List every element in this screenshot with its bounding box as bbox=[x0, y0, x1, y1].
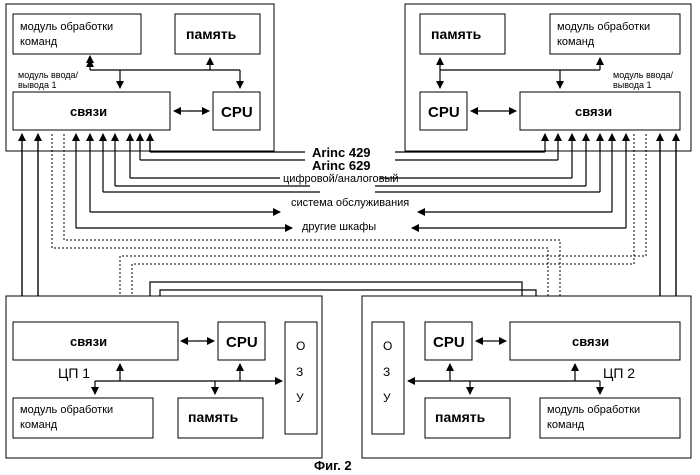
links-label: связи bbox=[575, 104, 612, 119]
cp2-command-module-l2: команд bbox=[547, 419, 585, 431]
cp1-memory-label: память bbox=[188, 409, 239, 425]
bus-lines-right bbox=[120, 134, 676, 318]
arinc629-label: Arinc 629 bbox=[312, 158, 371, 173]
cp1-ozu-u: У bbox=[296, 391, 304, 405]
cp2-links-label: связи bbox=[572, 334, 609, 349]
cp1-links-label: связи bbox=[70, 334, 107, 349]
cp2-name: ЦП 2 bbox=[603, 365, 635, 381]
links-label: связи bbox=[70, 104, 107, 119]
cp1-command-module-l2: команд bbox=[20, 419, 58, 431]
cp1-name: ЦП 1 bbox=[58, 365, 90, 381]
figure-caption: Фиг. 2 bbox=[314, 458, 352, 473]
command-module-label-l1: модуль обработки bbox=[20, 21, 113, 33]
io-module-label-l1: модуль ввода/ bbox=[18, 70, 79, 80]
cpu-label: CPU bbox=[428, 104, 460, 121]
bus-labels: Arinc 429 Arinc 629 цифровой/аналоговый … bbox=[283, 145, 409, 233]
cp1-ozu-z: З bbox=[296, 365, 303, 379]
cp2-cpu-label: CPU bbox=[433, 334, 465, 351]
memory-label: память bbox=[431, 26, 482, 42]
command-module-label-l1: модуль обработки bbox=[557, 21, 650, 33]
cp1-command-module-l1: модуль обработки bbox=[20, 404, 113, 416]
command-module-box bbox=[13, 14, 141, 54]
cpu-label: CPU bbox=[221, 104, 253, 121]
cp1-ozu-o: О bbox=[296, 339, 305, 353]
cp2-ozu-o: О bbox=[383, 339, 392, 353]
cp1-cpu-label: CPU bbox=[226, 334, 258, 351]
cp2-command-module-l1: модуль обработки bbox=[547, 404, 640, 416]
other-cabinets-label: другие шкафы bbox=[302, 221, 376, 233]
digital-analog-label: цифровой/аналоговый bbox=[283, 173, 399, 185]
memory-label: память bbox=[186, 26, 237, 42]
cp2-ozu-u: У bbox=[383, 391, 391, 405]
maintenance-label: система обслуживания bbox=[291, 197, 409, 209]
cp2-memory-label: память bbox=[435, 409, 486, 425]
cabinet-left: модуль обработки команд память модуль вв… bbox=[6, 4, 274, 151]
cp1: связи CPU О З У ЦП 1 модуль обработки ко… bbox=[6, 296, 322, 458]
cabinet-right: память модуль обработки команд модуль вв… bbox=[405, 4, 691, 151]
cp2-ozu-z: З bbox=[383, 365, 390, 379]
io-module-label-l2: вывода 1 bbox=[613, 80, 652, 90]
io-module-label-l1: модуль ввода/ bbox=[613, 70, 674, 80]
command-module-label-l2: команд bbox=[20, 36, 58, 48]
cp2: О З У CPU связи ЦП 2 память модуль обраб… bbox=[362, 296, 691, 458]
command-module-label-l2: команд bbox=[557, 36, 595, 48]
io-module-label-l2: вывода 1 bbox=[18, 80, 57, 90]
command-module-box bbox=[550, 14, 680, 54]
